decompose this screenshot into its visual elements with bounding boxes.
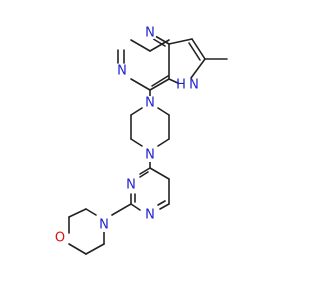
svg-text:N: N (145, 148, 155, 163)
atom-n-pyrimidine-top: N (143, 26, 157, 41)
bond (130, 78, 151, 91)
svg-text:N: N (126, 178, 136, 193)
bond (168, 78, 181, 85)
bond (111, 203, 132, 216)
bond (188, 42, 201, 61)
atom-n-pyrimidine-left: N (115, 64, 129, 79)
bond (157, 138, 170, 147)
svg-text:N: N (145, 96, 155, 111)
svg-text:N: N (117, 64, 127, 79)
bond (139, 171, 149, 178)
bond (130, 39, 151, 52)
atom-labels: N N H N N N N N N (53, 26, 199, 246)
bond (149, 167, 170, 180)
atom-o-morpholine: O (53, 231, 67, 246)
atom-n-piperazine-top: N (143, 96, 157, 111)
atom-n-piperazine-bottom: N (143, 148, 157, 163)
bond (168, 38, 193, 45)
svg-text:H: H (176, 78, 186, 93)
bond (85, 243, 105, 255)
bond-lines (68, 32, 228, 255)
bond (130, 203, 141, 211)
svg-text:N: N (99, 218, 109, 233)
svg-text:N: N (189, 78, 199, 93)
bond (157, 200, 166, 206)
atom-n-pyrimidine-upper: N (124, 178, 138, 193)
bond (159, 203, 170, 210)
svg-text:N: N (145, 208, 155, 223)
bond (151, 75, 169, 87)
atom-n-pyrimidine-lower: N (143, 208, 157, 223)
bond (157, 107, 170, 116)
bond (130, 138, 143, 147)
bond (68, 243, 87, 255)
bond (191, 38, 206, 60)
bond (190, 58, 206, 79)
bond (85, 208, 97, 216)
molecule-structure-diagram: N N H N N N N N N (53, 26, 228, 255)
bond (149, 78, 170, 91)
svg-text:O: O (55, 231, 65, 246)
atom-nh-pyrrole: H N (176, 77, 199, 93)
bond (130, 107, 143, 116)
bond (68, 208, 87, 218)
bond (139, 167, 151, 175)
svg-text:N: N (145, 26, 155, 41)
atom-n-morpholine: N (97, 218, 111, 233)
